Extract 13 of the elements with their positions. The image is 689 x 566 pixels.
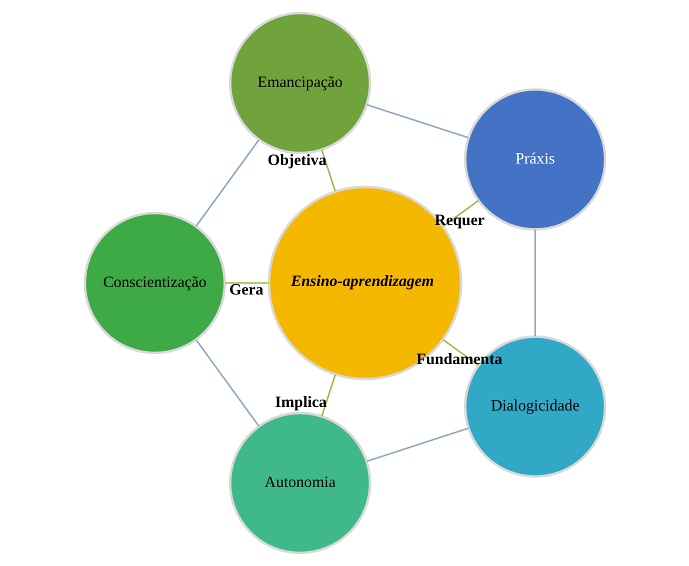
connector [224, 282, 268, 284]
connector [366, 428, 468, 462]
node-circle: Conscientização [83, 212, 226, 354]
connector [366, 104, 468, 138]
node-circle: Autonomia [228, 412, 371, 554]
connector [320, 150, 336, 192]
edge-label: Implica [274, 394, 326, 411]
node-circle: Emancipação [228, 12, 371, 154]
connector [534, 230, 536, 336]
edge-label: Gera [228, 281, 263, 298]
connector [320, 374, 336, 416]
connector [194, 140, 259, 227]
connector [195, 339, 259, 427]
